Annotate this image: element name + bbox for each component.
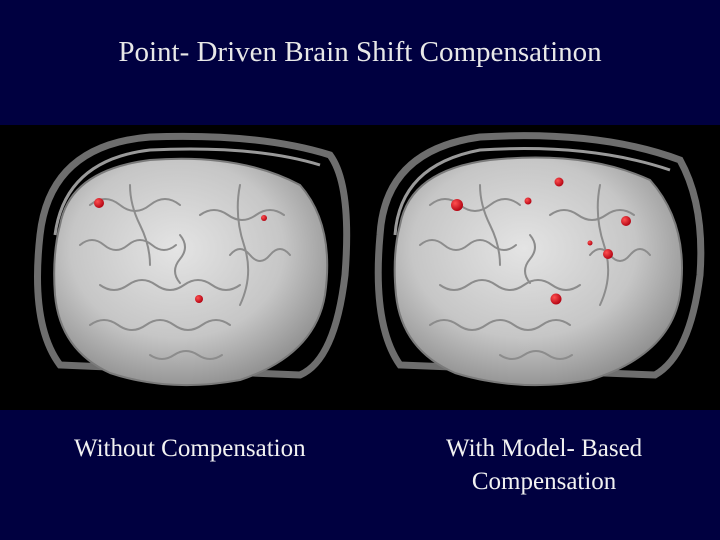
caption-with-model-based-compensation: With Model- Based Compensation bbox=[446, 432, 642, 498]
marker-left-3 bbox=[195, 295, 203, 303]
marker-right-3 bbox=[554, 177, 564, 187]
marker-right-4 bbox=[621, 216, 631, 226]
slide-title: Point- Driven Brain Shift Compensatinon bbox=[118, 36, 602, 68]
caption-right-line2: Compensation bbox=[471, 468, 617, 495]
marker-left-2 bbox=[261, 215, 267, 221]
brain-images-panel bbox=[0, 125, 720, 410]
brain-image-right bbox=[374, 132, 705, 387]
marker-right-6 bbox=[550, 293, 562, 305]
marker-right-2 bbox=[524, 197, 532, 205]
marker-right-5 bbox=[603, 249, 613, 259]
brain-images bbox=[34, 132, 705, 387]
caption-without-compensation: Without Compensation bbox=[74, 432, 306, 465]
caption-right-line1: With Model- Based bbox=[446, 435, 643, 462]
marker-right-7 bbox=[587, 240, 593, 246]
marker-left-1 bbox=[94, 198, 104, 208]
brain-image-left bbox=[34, 132, 351, 387]
caption-left-text: Without Compensation bbox=[74, 435, 306, 462]
marker-right-1 bbox=[451, 199, 463, 211]
